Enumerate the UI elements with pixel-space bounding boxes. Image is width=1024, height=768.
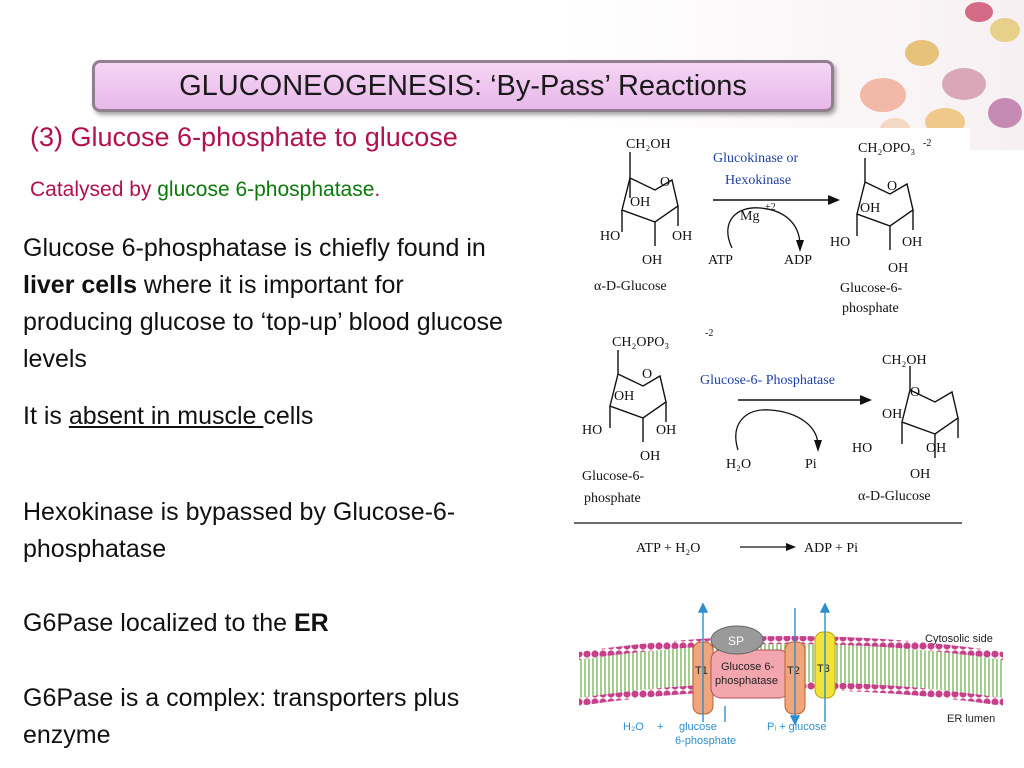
sp-protein: SP bbox=[710, 625, 764, 655]
pi-glucose-label: Pᵢ + glucose bbox=[767, 721, 827, 733]
r2-substrate-charge: -2 bbox=[705, 328, 713, 339]
paragraph4-prefix: G6Pase localized to the bbox=[23, 609, 294, 637]
reaction-diagram: CH₂OH O OH HO OH OH α-D-Glucose Glucokin… bbox=[560, 128, 970, 583]
r2p-oh-3: OH bbox=[910, 467, 930, 482]
r2-in: H₂O bbox=[726, 457, 751, 472]
reaction2-arrow: Glucose-6- Phosphatase H₂O Pi bbox=[700, 373, 872, 472]
catalysed-suffix: . bbox=[374, 178, 381, 201]
r2-substrate-name-2: phosphate bbox=[584, 491, 641, 506]
t3-label: T3 bbox=[817, 663, 830, 675]
g6p-ring-2: CH₂OPO₃ -2 O OH HO OH OH Glucose-6- phos… bbox=[582, 328, 713, 506]
g6p-ring-1: CH₂OPO₃ -2 O OH HO OH OH Glucose-6- phos… bbox=[830, 138, 931, 316]
r1-ho: HO bbox=[600, 229, 620, 244]
paragraph-er-localization: G6Pase localized to the ER bbox=[23, 605, 563, 642]
paragraph-absent-muscle: It is absent in muscle cells bbox=[23, 398, 563, 435]
reaction1-arrow: Glucokinase or Hexokinase Mg +2 ATP ADP bbox=[708, 151, 840, 268]
r2-oh-2: OH bbox=[656, 423, 676, 438]
paragraph1-part1: Glucose 6-phosphatase is chiefly found i… bbox=[23, 234, 486, 262]
r1-product-top: CH₂OPO₃ bbox=[858, 141, 915, 156]
catalysed-enzyme: glucose 6-phosphatase bbox=[157, 178, 375, 201]
r2-oh-3: OH bbox=[640, 449, 660, 464]
paragraph2-prefix: It is bbox=[23, 402, 69, 430]
catalysed-line: Catalysed by glucose 6-phosphatase. bbox=[30, 178, 380, 202]
paragraph2-suffix: cells bbox=[263, 402, 314, 430]
glucose-ring-2: CH₂OH O OH HO OH OH α-D-Glucose bbox=[852, 353, 959, 504]
r1-oh-1: OH bbox=[630, 195, 650, 210]
r1-ring-o: O bbox=[660, 175, 670, 190]
t2-label: T2 bbox=[787, 665, 800, 677]
r1-oh-2: OH bbox=[672, 229, 692, 244]
r2-enzyme: Glucose-6- Phosphatase bbox=[700, 373, 835, 388]
r1-oh-3: OH bbox=[642, 253, 662, 268]
slide-subtitle: (3) Glucose 6-phosphate to glucose bbox=[30, 122, 458, 152]
r1-substrate-name: α-D-Glucose bbox=[594, 279, 667, 294]
sp-label: SP bbox=[728, 634, 744, 648]
r1-product-name-2: phosphate bbox=[842, 301, 899, 316]
paragraph-liver-cells: Glucose 6-phosphatase is chiefly found i… bbox=[23, 230, 513, 378]
r2-product-name: α-D-Glucose bbox=[858, 489, 931, 504]
r1p-oh-1: OH bbox=[860, 201, 880, 216]
g6p-label-1: glucose bbox=[679, 721, 717, 733]
r1p-oh-2: OH bbox=[902, 235, 922, 250]
paragraph-hexokinase-bypass: Hexokinase is bypassed by Glucose-6-phos… bbox=[23, 498, 456, 563]
plus-label: + bbox=[657, 721, 663, 733]
lumen-label: ER lumen bbox=[947, 713, 995, 725]
enzyme-line2: phosphatase bbox=[715, 675, 778, 687]
r1-product-charge: -2 bbox=[923, 138, 931, 149]
r2p-oh-2: OH bbox=[926, 441, 946, 456]
cytosolic-label: Cytosolic side bbox=[925, 633, 993, 645]
r1-enzyme-line1: Glucokinase or bbox=[713, 151, 798, 166]
net-right: ADP + Pi bbox=[804, 541, 858, 556]
r1-out: ADP bbox=[784, 253, 812, 268]
paragraph1-part2: where it is important for producing gluc… bbox=[23, 271, 503, 373]
paragraph1-bold: liver cells bbox=[23, 271, 137, 299]
r1-substrate-top: CH₂OH bbox=[626, 137, 671, 152]
r2-substrate-name-1: Glucose-6- bbox=[582, 469, 645, 484]
r2-ho: HO bbox=[582, 423, 602, 438]
paragraph-complex: G6Pase is a complex: transporters plus e… bbox=[23, 684, 460, 749]
net-left: ATP + H₂O bbox=[636, 541, 700, 556]
r1p-oh-3: OH bbox=[888, 261, 908, 276]
slide-title: GLUCONEOGENESIS: ‘By-Pass’ Reactions bbox=[92, 60, 834, 112]
r2-ring-o: O bbox=[642, 367, 652, 382]
er-membrane-diagram: T1 Glucose 6- phosphatase SP T2 T3 Cytos… bbox=[575, 602, 1007, 752]
r1-cofactor: Mg bbox=[740, 209, 759, 224]
paragraph2-underlined: absent in muscle bbox=[68, 402, 264, 430]
r2p-ring-o: O bbox=[910, 385, 920, 400]
flow-arrows bbox=[697, 602, 831, 726]
r2-substrate-top: CH₂OPO₃ bbox=[612, 335, 669, 350]
enzyme-line1: Glucose 6- bbox=[721, 661, 775, 673]
paragraph4-bold: ER bbox=[294, 609, 329, 637]
r2-product-top: CH₂OH bbox=[882, 353, 927, 368]
glucose-ring-1: CH₂OH O OH HO OH OH α-D-Glucose bbox=[594, 137, 692, 294]
h2o-label: H₂O bbox=[623, 721, 644, 733]
r2-oh-1: OH bbox=[614, 389, 634, 404]
net-equation: ATP + H₂O ADP + Pi bbox=[636, 541, 858, 556]
r1p-ho: HO bbox=[830, 235, 850, 250]
g6pase-enzyme: Glucose 6- phosphatase bbox=[710, 649, 790, 699]
r1-product-name-1: Glucose-6- bbox=[840, 281, 903, 296]
g6p-label-2: 6-phosphate bbox=[675, 735, 736, 747]
t1-label: T1 bbox=[695, 665, 708, 677]
r2-out: Pi bbox=[805, 457, 817, 472]
r2p-oh-1: OH bbox=[882, 407, 902, 422]
r1-in: ATP bbox=[708, 253, 733, 268]
r2p-ho: HO bbox=[852, 441, 872, 456]
r1p-ring-o: O bbox=[887, 179, 897, 194]
r1-cofactor-charge: +2 bbox=[765, 202, 776, 213]
catalysed-prefix: Catalysed by bbox=[30, 178, 158, 201]
r1-enzyme-line2: Hexokinase bbox=[725, 173, 791, 188]
slide-title-text: GLUCONEOGENESIS: ‘By-Pass’ Reactions bbox=[179, 69, 747, 102]
